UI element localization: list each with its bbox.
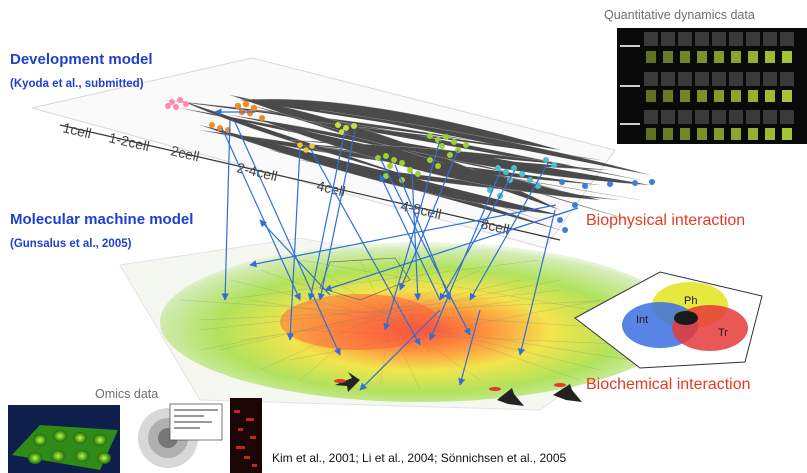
pointer-arrows: [334, 372, 582, 406]
quantitative-dynamics-panel: [617, 28, 807, 144]
axis-label-4cell: 4cell: [315, 177, 347, 199]
cross-layer-arrows: [214, 108, 579, 391]
omics-heatmap: [230, 398, 262, 473]
development-model-citation: (Kyoda et al., submitted): [10, 78, 144, 90]
quantitative-dynamics-label: Quantitative dynamics data: [604, 8, 755, 22]
omics-data-label: Omics data: [95, 387, 159, 401]
development-model-title: Development model: [10, 51, 153, 68]
molecular-model-citation: (Gunsalus et al., 2005): [10, 238, 132, 250]
bottom-citation: Kim et al., 2001; Li et al., 2004; Sönni…: [272, 451, 567, 465]
venn-diagram: Ph Int Tr: [574, 271, 763, 369]
omics-network-hairball: [126, 402, 226, 472]
omics-3d-surface: [8, 405, 120, 473]
axis-label-2cell: 2cell: [169, 142, 201, 164]
molecular-model-title: Molecular machine model: [10, 211, 194, 228]
biophysical-interaction-label: Biophysical interaction: [586, 212, 746, 229]
molecular-plane: [119, 237, 682, 411]
venn-label-tr: Tr: [718, 327, 728, 339]
axis-label-1cell: 1cell: [61, 119, 93, 141]
biochemical-interaction-label: Biochemical interaction: [586, 376, 751, 393]
node-clusters: [165, 97, 655, 233]
venn-label-int: Int: [636, 314, 648, 326]
venn-label-ph: Ph: [684, 295, 697, 307]
molecular-edges: [179, 254, 651, 391]
development-edges: [164, 94, 651, 231]
